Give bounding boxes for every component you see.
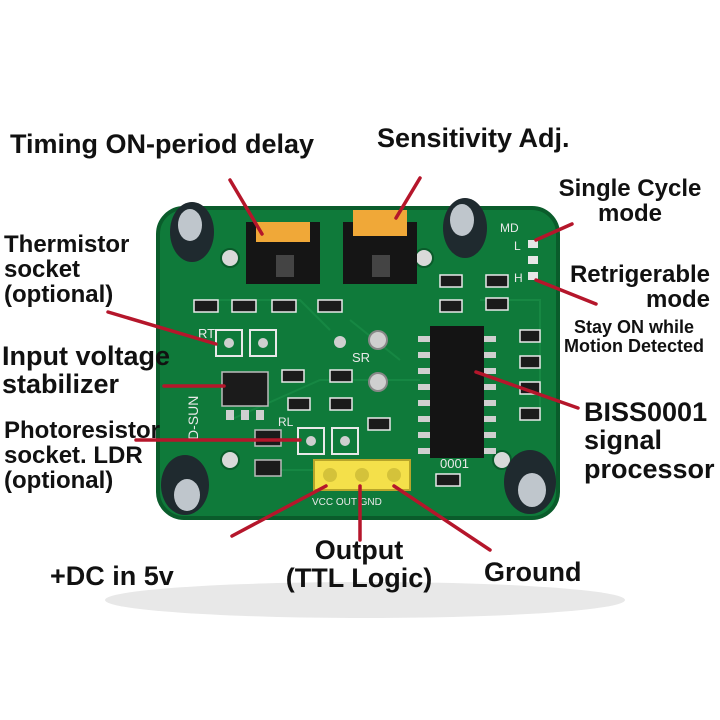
leader-dc <box>230 484 328 538</box>
capacitor <box>170 202 214 262</box>
silk-md: MD <box>500 221 519 235</box>
board-shadow <box>105 582 625 618</box>
silk-h: H <box>514 271 523 285</box>
mount-hole <box>220 248 240 268</box>
leader-ground <box>392 484 492 552</box>
timing-trimmer <box>246 222 320 284</box>
label-sensitivity: Sensitivity Adj. <box>377 123 570 153</box>
label-retrigerable: Retrigerable mode <box>540 261 710 314</box>
silk-side: D-SUN <box>185 396 201 440</box>
label-single-cycle-line1: Single Cycle <box>558 175 702 202</box>
diode <box>254 429 282 447</box>
label-photoresistor-line1: Photoresistor <box>4 417 161 444</box>
label-input-voltage-line2: stabilizer <box>2 369 120 400</box>
capacitor <box>443 198 487 258</box>
label-thermistor-line1: Thermistor <box>4 231 130 258</box>
label-input-voltage-line1: Input voltage <box>2 341 170 371</box>
label-input-voltage: Input voltage stabilizer <box>2 342 170 399</box>
mount-hole <box>414 248 434 268</box>
silk-l: L <box>514 239 521 253</box>
label-biss0001-line2: signal <box>584 425 663 456</box>
mount-hole <box>220 450 240 470</box>
label-photoresistor-line3: (optional) <box>4 467 114 495</box>
sr-pad <box>368 372 388 392</box>
label-photoresistor-line2: socket. LDR <box>4 442 143 470</box>
mode-jumper-pads <box>528 240 538 280</box>
capacitor <box>504 450 556 514</box>
silk-rt: RT <box>198 326 215 341</box>
sensitivity-trimmer <box>343 210 417 284</box>
leader-sensitivity <box>394 176 422 220</box>
label-output-line2: (TTL Logic) <box>285 563 433 594</box>
silk-rl: RL <box>278 415 294 429</box>
leader-biss <box>474 370 580 410</box>
silk-pins: VCC OUT GND <box>312 497 382 508</box>
smd-resistors <box>193 274 541 487</box>
label-dc-in: +DC in 5v <box>50 561 174 591</box>
label-thermistor-line3: (optional) <box>4 281 114 309</box>
label-retrigerable-line2: mode <box>645 286 710 314</box>
label-thermistor-line2: socket <box>4 256 81 284</box>
label-thermistor: Thermistor socket (optional) <box>4 232 129 308</box>
sr-pad <box>368 330 388 350</box>
label-single-cycle: Single Cycle mode <box>550 175 710 228</box>
label-ground: Ground <box>484 557 582 587</box>
silk-code: 0001 <box>440 456 469 471</box>
leader-retrig <box>534 278 598 306</box>
leader-single <box>534 222 574 242</box>
silk-sr: SR <box>352 350 370 365</box>
capacitor <box>161 455 209 515</box>
label-biss0001-line3: processor <box>584 453 715 484</box>
label-retrigerable-line1: Retrigerable <box>569 261 710 288</box>
voltage-regulator <box>221 371 269 420</box>
label-stay-on-line2: Motion Detected <box>563 335 704 356</box>
label-stay-on-line1: Stay ON while <box>573 317 695 337</box>
label-output: Output (TTL Logic) <box>264 536 454 593</box>
leader-lines <box>106 176 598 552</box>
label-output-line1: Output <box>314 535 404 565</box>
label-biss0001: BISS0001 signal processor <box>584 398 715 483</box>
sr-pad <box>334 336 346 348</box>
label-stay-on: Stay ON while Motion Detected <box>552 318 716 356</box>
label-single-cycle-line2: mode <box>597 200 662 228</box>
label-timing: Timing ON-period delay <box>10 129 315 159</box>
mount-hole <box>492 450 512 470</box>
leader-thermistor <box>106 310 218 346</box>
label-photoresistor: Photoresistor socket. LDR (optional) <box>4 418 160 494</box>
leader-timing <box>228 178 264 236</box>
label-biss0001-line1: BISS0001 <box>584 397 708 427</box>
diode <box>254 459 282 477</box>
biss0001-chip <box>418 326 496 458</box>
